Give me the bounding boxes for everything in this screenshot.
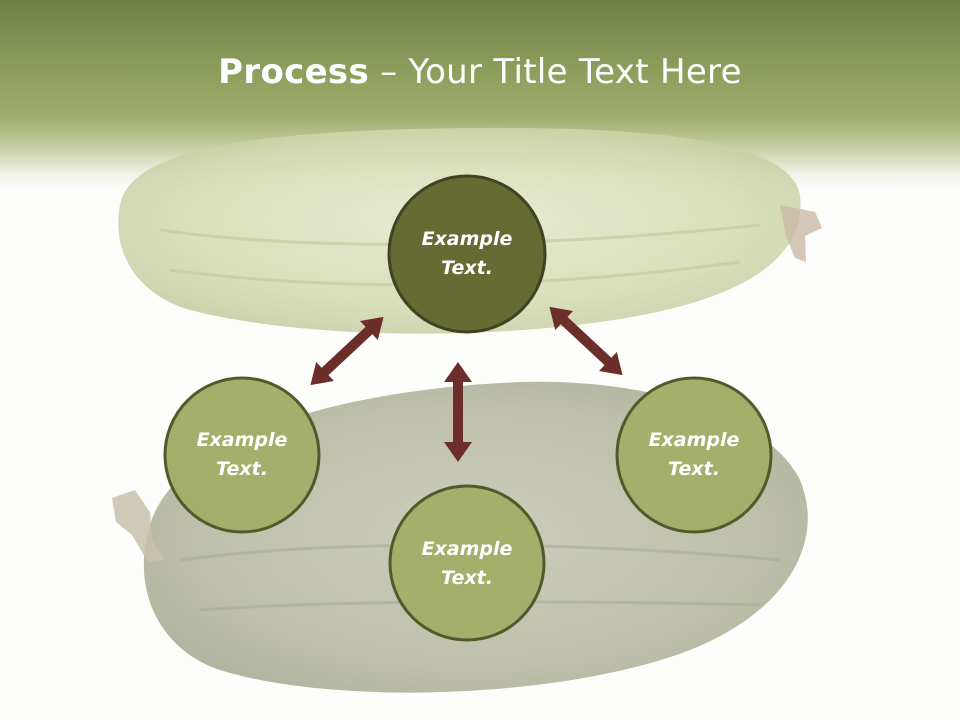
double-arrow-icon — [549, 306, 623, 376]
green-pod-stem — [780, 205, 822, 262]
brown-pod-stem — [112, 490, 165, 562]
node-right-line1: Example — [648, 429, 740, 451]
title-separator: – — [369, 52, 409, 92]
slide-title: Process – Your Title Text Here — [0, 52, 960, 92]
process-node-left — [163, 376, 321, 534]
title-rest: Your Title Text Here — [408, 52, 742, 92]
node-top-label: Example Text. — [397, 225, 537, 283]
title-bold: Process — [218, 52, 370, 92]
process-node-right — [615, 376, 773, 534]
double-arrow-icon — [444, 362, 472, 462]
double-arrow-icon — [310, 316, 384, 386]
node-bottom-line1: Example — [421, 538, 513, 560]
node-right-label: Example Text. — [624, 426, 764, 484]
process-node-bottom — [388, 484, 546, 642]
node-bottom-label: Example Text. — [397, 535, 537, 593]
node-left-line1: Example — [196, 429, 288, 451]
node-bottom-line2: Text. — [441, 567, 493, 589]
process-node-top — [387, 174, 547, 334]
node-left-line2: Text. — [216, 458, 268, 480]
node-right-line2: Text. — [668, 458, 720, 480]
node-left-label: Example Text. — [172, 426, 312, 484]
node-top-line1: Example — [421, 228, 513, 250]
node-top-line2: Text. — [441, 257, 493, 279]
